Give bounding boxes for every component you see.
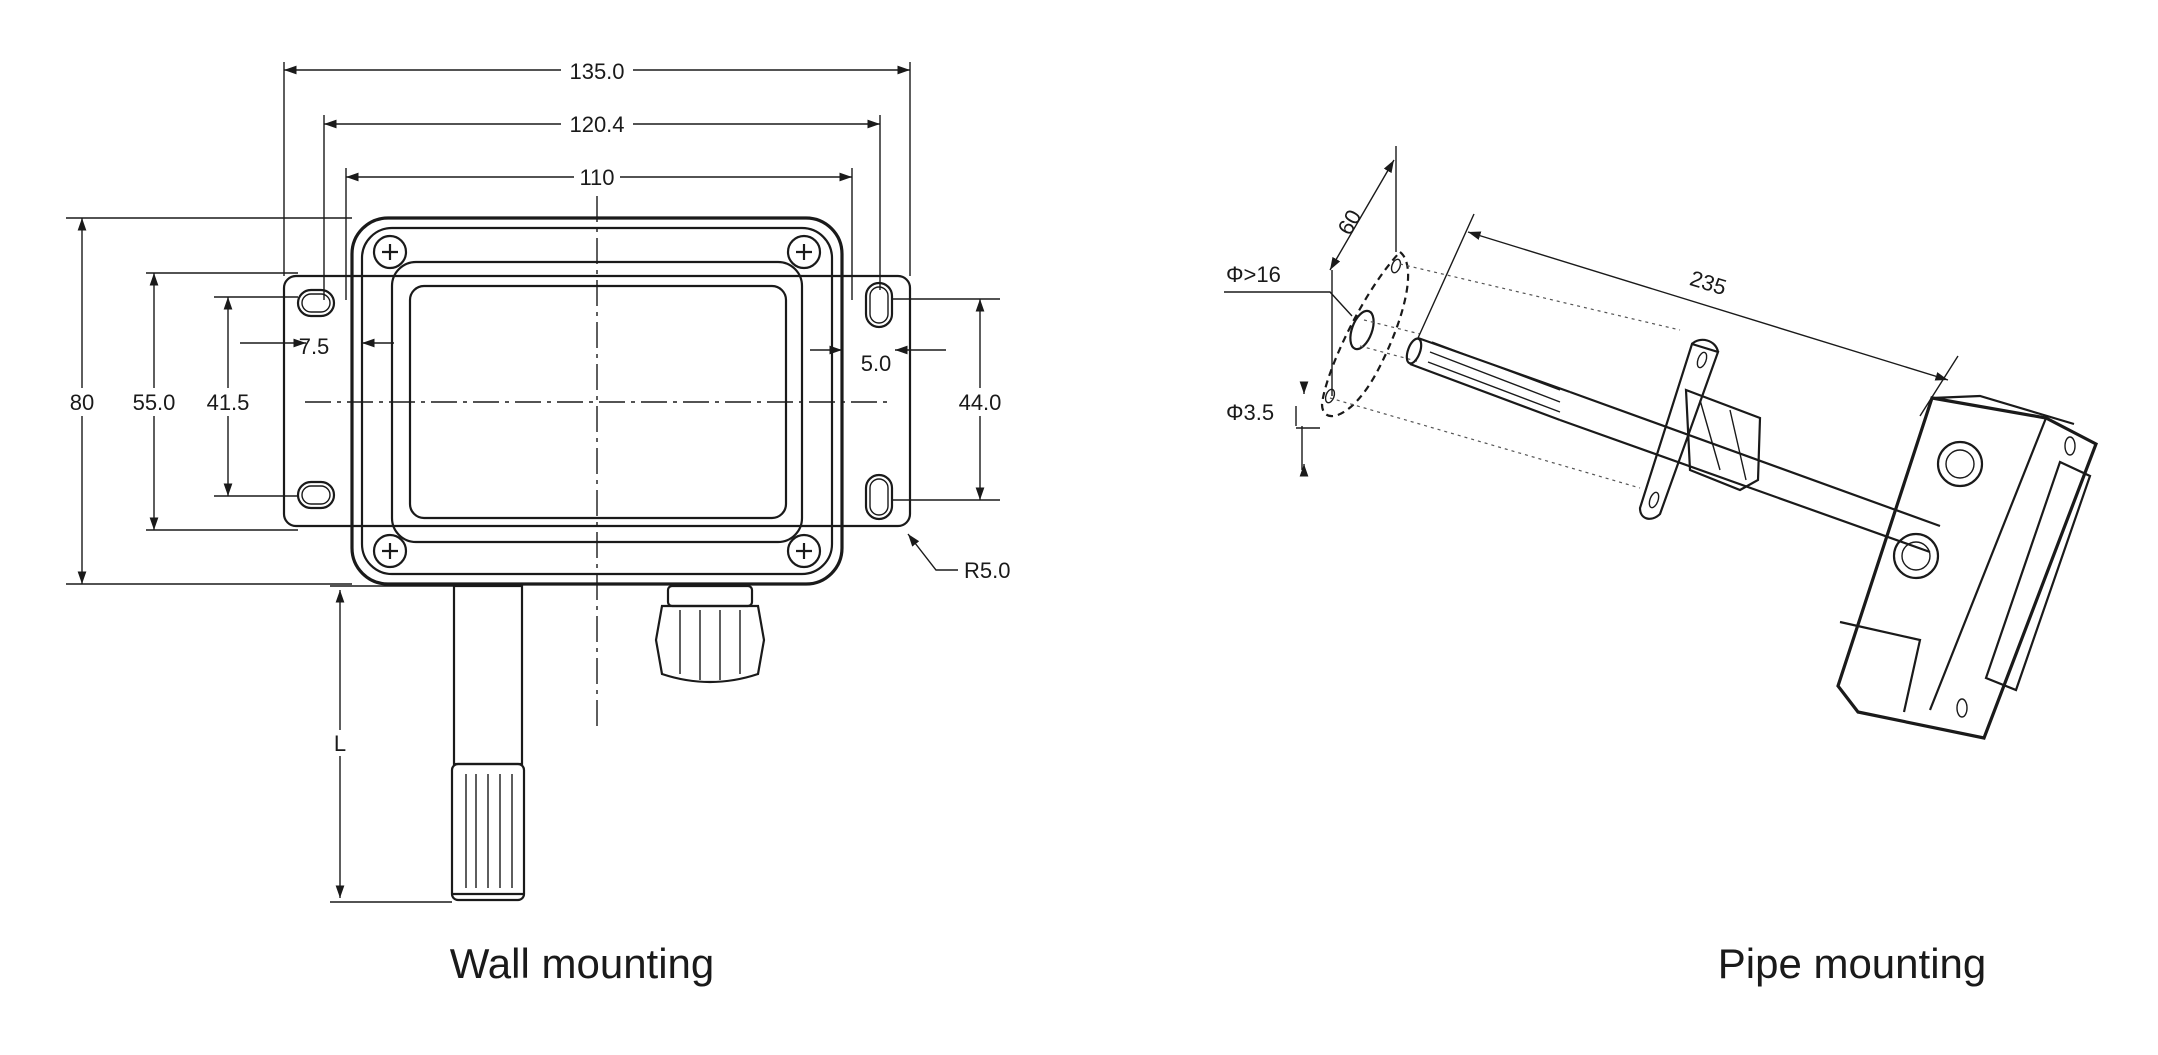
cable-gland <box>654 584 766 684</box>
dim-120-4-label: 120.4 <box>569 112 624 137</box>
pipe-enclosure <box>1836 394 2099 740</box>
dim-L-label: L <box>334 731 346 756</box>
wall-dimension-labels: 135.0 120.4 110 80 55.0 41.5 7.5 5.0 44.… <box>62 58 1010 756</box>
duct-hole-template <box>1320 250 1410 418</box>
dim-55-label: 55.0 <box>133 390 176 415</box>
wall-dimension-lines <box>66 62 1000 903</box>
pipe-dimension-labels: 60 235 Φ>16 Φ3.5 <box>1226 205 1729 425</box>
projection-lines <box>1329 263 1681 489</box>
mounting-holes <box>296 281 894 521</box>
wall-mounting-caption: Wall mounting <box>450 940 715 987</box>
pipe-mounting-view: 60 235 Φ>16 Φ3.5 Pipe mounting <box>1224 146 2099 987</box>
pipe-mounting-caption: Pipe mounting <box>1718 940 1987 987</box>
corner-screws <box>372 234 822 569</box>
dim-60-label: 60 <box>1333 205 1367 239</box>
dim-80-label: 80 <box>70 390 94 415</box>
dim-phi3-5-label: Φ3.5 <box>1226 400 1274 425</box>
dim-44-label: 44.0 <box>959 390 1002 415</box>
dim-135-label: 135.0 <box>569 59 624 84</box>
dim-41-5-label: 41.5 <box>207 390 250 415</box>
pipe-flange <box>1638 338 1762 520</box>
probe <box>450 584 526 902</box>
dim-5-0-label: 5.0 <box>861 351 892 376</box>
dim-phi16-label: Φ>16 <box>1226 262 1281 287</box>
wall-mounting-view: 135.0 120.4 110 80 55.0 41.5 7.5 5.0 44.… <box>62 58 1010 987</box>
dim-r5-label: R5.0 <box>964 558 1010 583</box>
dim-7-5-label: 7.5 <box>299 334 330 359</box>
pipe-probe <box>1405 336 1941 554</box>
dim-110-label: 110 <box>579 165 614 190</box>
pipe-dimension-lines <box>1224 146 1959 477</box>
dim-235-label: 235 <box>1687 266 1729 301</box>
